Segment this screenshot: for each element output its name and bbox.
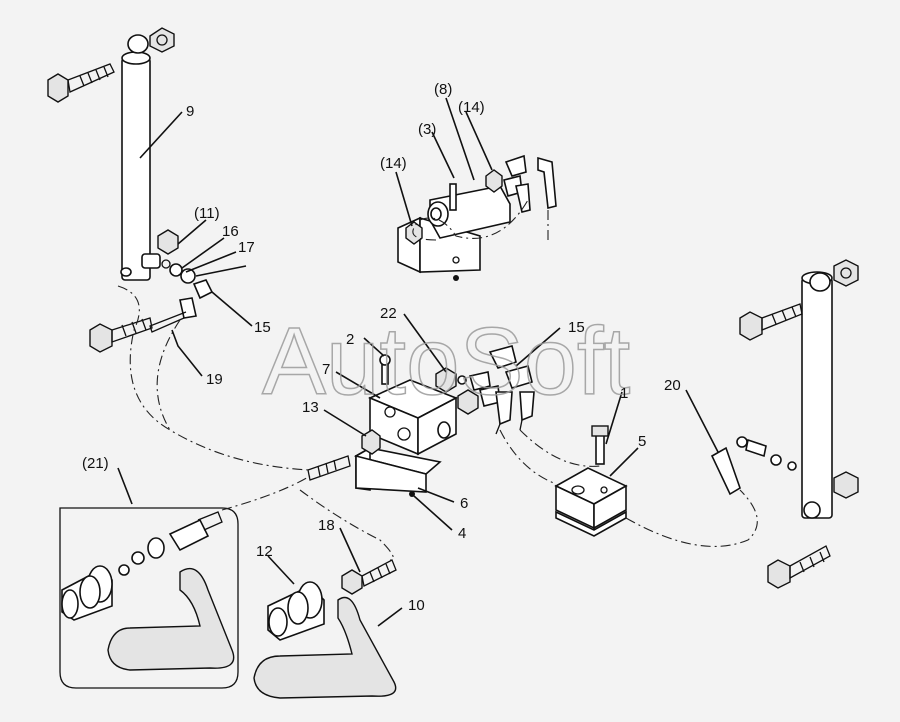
- label-3: (3): [418, 121, 436, 138]
- dust-cap-10: [253, 596, 397, 699]
- label-8: (8): [434, 81, 452, 98]
- right-top-bolt: [739, 303, 803, 341]
- left-cylinder: [120, 27, 175, 281]
- right-bottom-bolt: [767, 545, 831, 589]
- callout-labels: 9 (11) 16 17 15 19 (8) (14) (3) (14) 2 2…: [82, 81, 681, 614]
- label-2: 2: [346, 331, 354, 348]
- watermark-text: AutoSoft: [262, 308, 630, 415]
- label-19: 19: [206, 371, 223, 388]
- center-valve-block: [367, 354, 458, 456]
- label-13: 13: [302, 399, 319, 416]
- label-15-right: 15: [568, 319, 585, 336]
- label-7: 7: [322, 361, 330, 378]
- label-22: 22: [380, 305, 397, 322]
- left-cylinder-fittings: [141, 229, 214, 333]
- coupler-12: [267, 581, 325, 641]
- label-11: (11): [194, 205, 220, 222]
- right-block: [554, 425, 628, 537]
- label-12: 12: [256, 543, 273, 560]
- label-14-left: (14): [380, 155, 407, 172]
- center-hose-end: [307, 455, 351, 481]
- label-18: 18: [318, 517, 335, 534]
- label-9: 9: [186, 103, 194, 120]
- label-20: 20: [664, 377, 681, 394]
- label-15-left: 15: [254, 319, 271, 336]
- top-valve-assembly: [397, 154, 557, 281]
- coupler-kit-box: [59, 507, 239, 689]
- left-bottom-bolt: [89, 317, 153, 353]
- center-fittings: [435, 345, 535, 435]
- label-1: 1: [620, 385, 628, 402]
- label-6: 6: [460, 495, 468, 512]
- right-cylinder: [801, 259, 859, 519]
- hose-end-18: [341, 559, 397, 595]
- left-top-bolt: [47, 63, 115, 103]
- center-bracket: [353, 429, 442, 497]
- label-21: (21): [82, 455, 109, 472]
- label-17: 17: [238, 239, 255, 256]
- hose-lines: [117, 199, 758, 561]
- leader-lines: [117, 97, 719, 627]
- label-14-top: (14): [458, 99, 485, 116]
- label-10: 10: [408, 597, 425, 614]
- label-4: 4: [458, 525, 466, 542]
- label-16: 16: [222, 223, 239, 240]
- right-fittings: [710, 436, 797, 496]
- label-5: 5: [638, 433, 646, 450]
